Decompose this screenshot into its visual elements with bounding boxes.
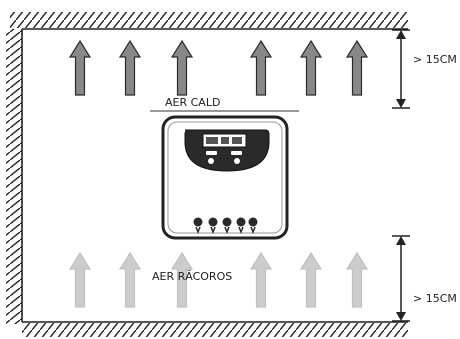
terminal-lead-icon <box>224 226 230 235</box>
hot-air-arrow-icon <box>345 39 369 96</box>
hot-air-arrow-icon <box>170 39 194 96</box>
cool-air-arrow-icon <box>345 251 369 308</box>
hot-air-arrow-icon <box>249 39 273 96</box>
cool-air-arrow-icon <box>170 251 194 308</box>
solar-charge-controller-icon <box>161 115 289 240</box>
terminal-lead-icon <box>250 226 256 235</box>
ceiling-wall <box>10 12 408 30</box>
cool-air-arrow-icon <box>68 251 92 308</box>
hot-air-label: AER CALD <box>165 96 221 109</box>
hot-air-arrow-icon <box>299 39 323 96</box>
cool-air-label: AER RĂCOROS <box>152 270 233 283</box>
terminal-screw-icon <box>236 217 246 227</box>
terminal-block-icon <box>193 217 258 235</box>
top-clearance-label: > 15CM <box>413 53 457 66</box>
cool-air-arrow-icon <box>118 251 142 308</box>
hot-air-arrow-icon <box>118 39 142 96</box>
top-clearance-dimension <box>392 29 410 109</box>
terminal-screw-icon <box>248 217 258 227</box>
terminal-screw-icon <box>222 217 232 227</box>
terminal-lead-icon <box>210 226 216 235</box>
terminal-lead-icon <box>238 226 244 235</box>
left-wall <box>6 29 23 324</box>
bottom-clearance-dimension <box>392 235 410 322</box>
hot-air-arrows <box>68 39 369 96</box>
terminal-screw-icon <box>193 217 203 227</box>
terminal-lead-icon <box>195 226 201 235</box>
hot-air-arrow-icon <box>68 39 92 96</box>
terminal-screw-icon <box>208 217 218 227</box>
floor-wall <box>22 321 408 337</box>
bottom-clearance-label: > 15CM <box>413 292 457 305</box>
cool-air-arrows <box>68 251 369 308</box>
cool-air-arrow-icon <box>299 251 323 308</box>
cool-air-arrow-icon <box>249 251 273 308</box>
